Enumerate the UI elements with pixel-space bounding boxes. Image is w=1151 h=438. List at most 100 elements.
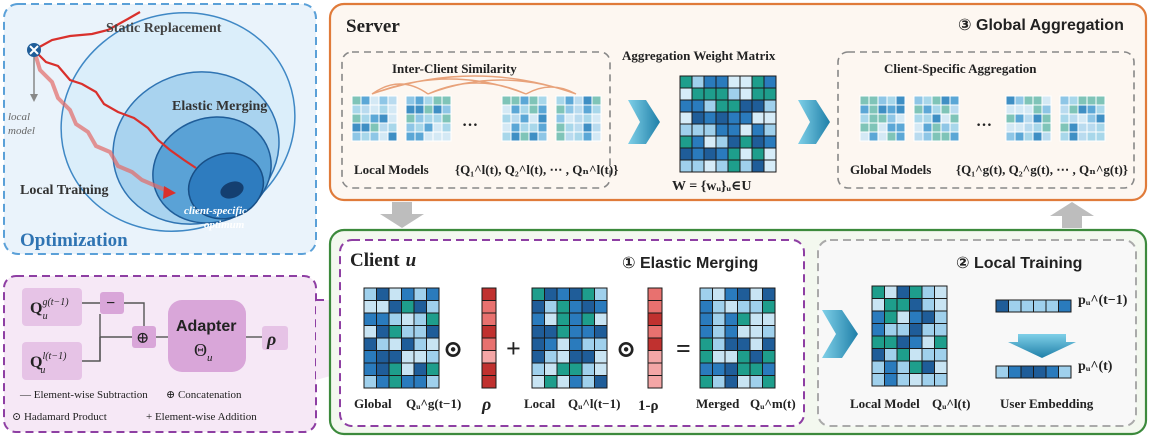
matrix-cell xyxy=(884,323,898,337)
matrix-cell xyxy=(727,159,741,173)
matrix-cell xyxy=(712,325,726,339)
matrix-cell xyxy=(413,362,427,376)
matrix-cell xyxy=(699,350,713,364)
local-training-label: Local Training xyxy=(20,183,109,198)
equals-op: = xyxy=(676,334,691,363)
matrix-cell xyxy=(401,325,415,339)
weight-formula: W = {wᵤ}ᵤ∈U xyxy=(672,179,751,194)
vector-cell xyxy=(1045,299,1059,313)
matrix-cell xyxy=(537,131,548,142)
matrix-cell xyxy=(387,104,398,115)
one-minus-rho-vector xyxy=(647,287,663,389)
matrix-cell xyxy=(569,362,583,376)
matrix-cell xyxy=(388,350,402,364)
matrix-cell xyxy=(727,147,741,161)
embedding-update-arrow xyxy=(1008,334,1076,358)
matrix-cell xyxy=(934,373,948,387)
static-replacement-trajectory xyxy=(33,11,141,51)
vector-cell xyxy=(647,300,663,314)
vector-cell xyxy=(481,337,497,351)
matrix-cell xyxy=(739,75,753,89)
matrix-cell xyxy=(1086,122,1097,133)
legend-hadamard: ⊙ Hadamard Product xyxy=(12,411,107,423)
matrix-cell xyxy=(531,312,545,326)
matrix-cell xyxy=(691,147,705,161)
rho-vector xyxy=(481,287,497,389)
matrix-cell xyxy=(1014,113,1025,124)
matrix-cell xyxy=(363,350,377,364)
matrix-cell xyxy=(544,312,558,326)
matrix-cell xyxy=(414,131,425,142)
matrix-cell xyxy=(749,287,763,301)
subtraction-node xyxy=(100,292,124,314)
matrix-cell xyxy=(1086,113,1097,124)
matrix-cell xyxy=(763,159,777,173)
matrix-cell xyxy=(859,104,870,115)
matrix-cell xyxy=(573,122,584,133)
matrix-cell xyxy=(537,122,548,133)
matrix-cell xyxy=(949,131,960,142)
matrix-cell xyxy=(556,287,570,301)
matrix-cell xyxy=(884,348,898,362)
matrix-cell xyxy=(544,375,558,389)
local-training-step: ② Local Training xyxy=(956,255,1082,272)
matrix-cell xyxy=(739,159,753,173)
matrix-cell xyxy=(724,337,738,351)
matrix-cell xyxy=(360,95,371,106)
matrix-cell xyxy=(351,113,362,124)
matrix-cell xyxy=(727,75,741,89)
matrix-cell xyxy=(871,373,885,387)
matrix-cell xyxy=(1059,113,1070,124)
matrix-cell xyxy=(432,95,443,106)
matrix-cell xyxy=(376,362,390,376)
matrix-cell xyxy=(896,285,910,299)
matrix-cell xyxy=(531,325,545,339)
matrix-cell xyxy=(922,104,933,115)
matrix-cell xyxy=(1077,122,1088,133)
vector-cell xyxy=(1033,299,1047,313)
matrix-cell xyxy=(715,135,729,149)
matrix-cell xyxy=(388,300,402,314)
matrix-cell xyxy=(413,375,427,389)
matrix-cell xyxy=(594,312,608,326)
matrix-cell xyxy=(414,104,425,115)
matrix-cell xyxy=(934,348,948,362)
matrix-cell xyxy=(699,375,713,389)
matrix-cell xyxy=(531,287,545,301)
server-local-grids xyxy=(351,95,602,142)
matrix-cell xyxy=(501,113,512,124)
matrix-cell xyxy=(763,75,777,89)
matrix-cell xyxy=(895,104,906,115)
matrix-cell xyxy=(544,325,558,339)
matrix-cell xyxy=(1086,95,1097,106)
matrix-cell xyxy=(594,350,608,364)
matrix-cell xyxy=(594,300,608,314)
matrix-cell xyxy=(703,99,717,113)
local-models-group xyxy=(341,51,611,189)
matrix-cell xyxy=(405,95,416,106)
matrix-cell xyxy=(921,360,935,374)
server-global-grids xyxy=(859,95,1106,142)
matrix-cell xyxy=(884,298,898,312)
matrix-cell xyxy=(582,131,593,142)
matrix-cell xyxy=(749,362,763,376)
matrix-cell xyxy=(556,337,570,351)
matrix-cell xyxy=(564,122,575,133)
matrix-cell xyxy=(1068,122,1079,133)
local-input-box xyxy=(22,342,82,380)
matrix-cell xyxy=(691,99,705,113)
matrix-cell xyxy=(531,337,545,351)
matrix-cell xyxy=(1077,104,1088,115)
matrix-cell xyxy=(749,300,763,314)
matrix-cell xyxy=(934,310,948,324)
matrix-cell xyxy=(1068,131,1079,142)
matrix-cell xyxy=(1086,131,1097,142)
matrix-cell xyxy=(896,323,910,337)
matrix-cell xyxy=(679,123,693,137)
matrix-cell xyxy=(569,312,583,326)
matrix-cell xyxy=(884,310,898,324)
client-global-matrix xyxy=(363,287,440,389)
matrix-cell xyxy=(896,360,910,374)
matrix-cell xyxy=(739,147,753,161)
